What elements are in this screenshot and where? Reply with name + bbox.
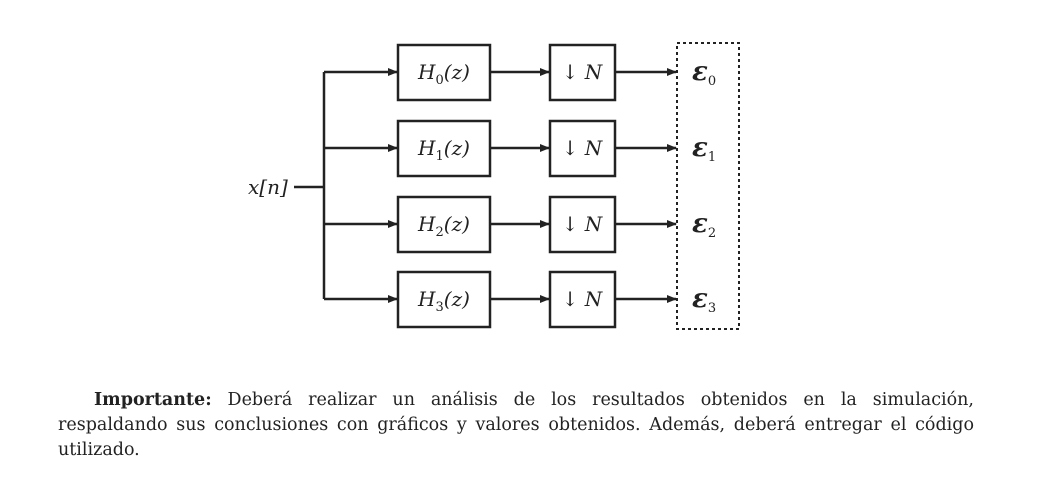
output-symbol-1: ε1 bbox=[692, 133, 716, 165]
input-signal-label: x[n] bbox=[248, 175, 288, 199]
downsampler-label-2: ↓ N bbox=[562, 212, 604, 236]
note-heading: Importante: bbox=[94, 390, 212, 410]
downsampler-label-3: ↓ N bbox=[562, 287, 604, 311]
downsampler-label-1: ↓ N bbox=[562, 136, 604, 160]
filter-label-3: H3(z) bbox=[417, 287, 470, 315]
output-symbol-2: ε2 bbox=[692, 209, 716, 241]
filter-box-2 bbox=[396, 195, 492, 254]
downsampler-box-2 bbox=[548, 195, 617, 254]
downsampler-label-0: ↓ N bbox=[562, 60, 604, 84]
output-group-box bbox=[676, 42, 740, 330]
downsampler-box-0 bbox=[548, 43, 617, 102]
filter-box-0 bbox=[396, 43, 492, 102]
output-symbol-0: ε0 bbox=[692, 57, 716, 89]
filter-label-2: H2(z) bbox=[417, 212, 470, 240]
filter-label-1: H1(z) bbox=[417, 136, 470, 164]
filter-label-0: H0(z) bbox=[417, 60, 470, 88]
output-symbol-3: ε3 bbox=[692, 284, 716, 316]
downsampler-box-1 bbox=[548, 119, 617, 178]
important-note: Importante: Deberá realizar un análisis … bbox=[58, 388, 974, 463]
filter-box-3 bbox=[396, 270, 492, 329]
note-body: Deberá realizar un análisis de los resul… bbox=[58, 390, 974, 460]
